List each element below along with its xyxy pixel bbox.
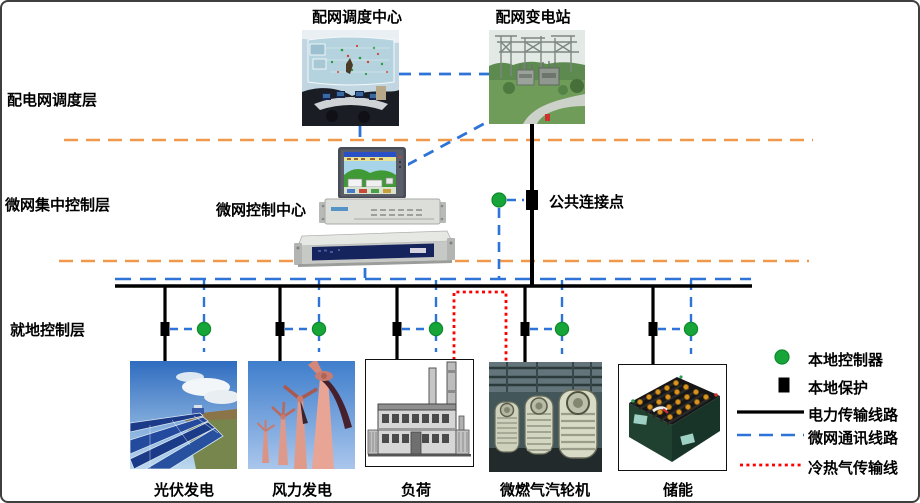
protection-icon-load [392,322,402,336]
legend-protection-square-icon [778,377,790,393]
server2-illustration [294,230,455,267]
legend-controller-dot-icon [774,349,790,365]
load-photo [365,359,474,467]
unit-label-pv: 光伏发电 [153,482,214,499]
pv-photo [129,361,240,470]
battery-illustration [619,365,726,470]
mgcc-monitor-photo [336,143,408,199]
mgcc-server2-photo [294,229,455,268]
pv-illustration [129,361,240,470]
wind-photo [248,359,355,469]
mgcc-server1-photo [319,198,446,226]
comm-line-mgcc-substation [406,118,492,167]
unit-label-wind: 风力发电 [271,482,332,499]
protection-icon-turbine [520,322,530,336]
protection-icon-wind [275,322,285,336]
control-center-label: 微网控制中心 [216,202,307,219]
legend-label-comm-line: 微网通讯线路 [808,430,899,447]
pcc-controller-icon [491,192,507,208]
unit-label-load: 负荷 [400,482,431,499]
controller-icon-load [428,321,444,337]
turbine-illustration [489,362,602,472]
controller-icon-pv [196,321,212,337]
control-room-illustration [302,30,399,126]
turbine-photo [489,362,602,472]
server1-illustration [319,198,446,225]
dispatch-center-title: 配网调度中心 [311,9,402,26]
gas-transmission-line [452,290,508,362]
layer-label-dispatch: 配电网调度层 [7,92,98,109]
controller-icon-turbine [554,321,570,337]
legend-label-gas-line: 冷热气传输线 [808,460,899,477]
protection-icon-pv [160,322,170,336]
wind-illustration [248,359,355,469]
substation-illustration [489,30,585,124]
legend-label-controller: 本地控制器 [808,352,884,369]
protection-squares [160,190,790,393]
substation-photo [489,30,585,124]
monitor-illustration [338,147,406,199]
controller-dots [196,192,790,365]
layer-label-local-control: 就地控制层 [10,322,86,339]
communication-lines [115,72,804,437]
legend-label-power-line: 电力传输线路 [808,407,899,424]
pcc-protection-icon [526,190,538,210]
controller-icon-wind [311,321,327,337]
dispatch-center-photo [302,30,399,126]
substation-title: 配网变电站 [495,9,571,26]
protection-icon-storage [648,322,658,336]
storage-photo [618,364,727,471]
factory-illustration [366,360,473,466]
pcc-label: 公共连接点 [549,194,625,211]
layer-label-central-control: 微网集中控制层 [5,197,111,214]
controller-icon-storage [683,321,699,337]
legend-label-protection: 本地保护 [808,380,869,397]
unit-label-turbine: 微燃气汽轮机 [499,482,590,499]
unit-label-storage: 储能 [662,482,693,499]
